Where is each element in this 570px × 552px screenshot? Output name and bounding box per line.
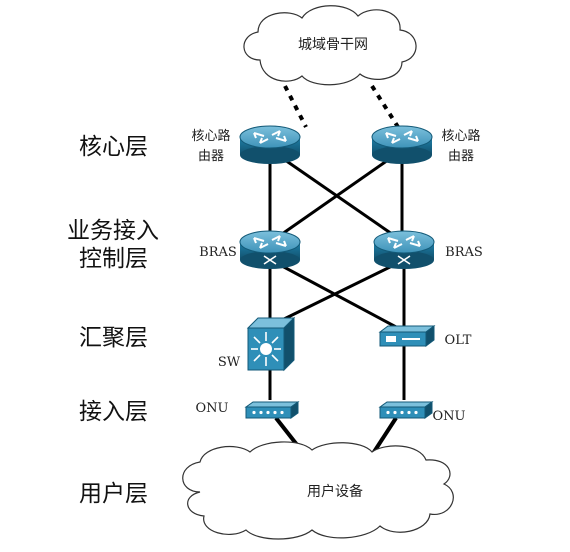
layer-label-core: 核心层 xyxy=(79,134,148,160)
layer-label-bras-line1: 业务接入 xyxy=(67,218,159,244)
bras-right-label: BRAS xyxy=(445,245,483,260)
link-core-left-to-backbone xyxy=(283,85,308,128)
link-core-right-to-bras-left xyxy=(281,158,389,236)
olt-label: OLT xyxy=(445,333,472,348)
user-equipment-cloud xyxy=(182,441,454,540)
layer-label-aggregation: 汇聚层 xyxy=(79,325,148,351)
core-router-right-label-line1: 核心路 xyxy=(441,128,480,144)
onu-icon xyxy=(244,401,300,419)
link-bras-right-to-sw xyxy=(281,264,393,322)
backbone-cloud-label: 城域骨干网 xyxy=(298,37,368,53)
router-icon xyxy=(239,125,301,164)
bras-router-icon xyxy=(239,230,301,269)
core-router-right-label-line2: 由器 xyxy=(448,149,474,164)
onu-left-label: ONU xyxy=(196,401,229,416)
onu-icon xyxy=(378,401,434,419)
olt-icon xyxy=(378,325,436,347)
links xyxy=(268,84,406,457)
link-core-left-to-bras-right xyxy=(284,158,393,236)
link-bras-left-to-olt xyxy=(281,264,399,330)
onu-right-label: ONU xyxy=(433,409,466,424)
core-router-left-label-line2: 由器 xyxy=(198,149,224,164)
sw-label: SW xyxy=(218,355,241,370)
bras-left-label: BRAS xyxy=(199,245,237,260)
switch-icon xyxy=(246,316,296,372)
layer-label-access: 接入层 xyxy=(79,399,148,425)
core-router-left-label-line1: 核心路 xyxy=(191,128,230,144)
link-onu-right-to-user xyxy=(370,416,398,457)
link-core-right-to-backbone xyxy=(370,84,400,129)
user-equipment-cloud-label: 用户设备 xyxy=(307,483,363,500)
layer-label-user: 用户层 xyxy=(79,481,148,507)
router-icon xyxy=(371,125,433,164)
layer-label-bras-line2: 控制层 xyxy=(79,246,148,272)
bras-router-icon xyxy=(373,230,435,269)
backbone-cloud xyxy=(243,5,417,86)
